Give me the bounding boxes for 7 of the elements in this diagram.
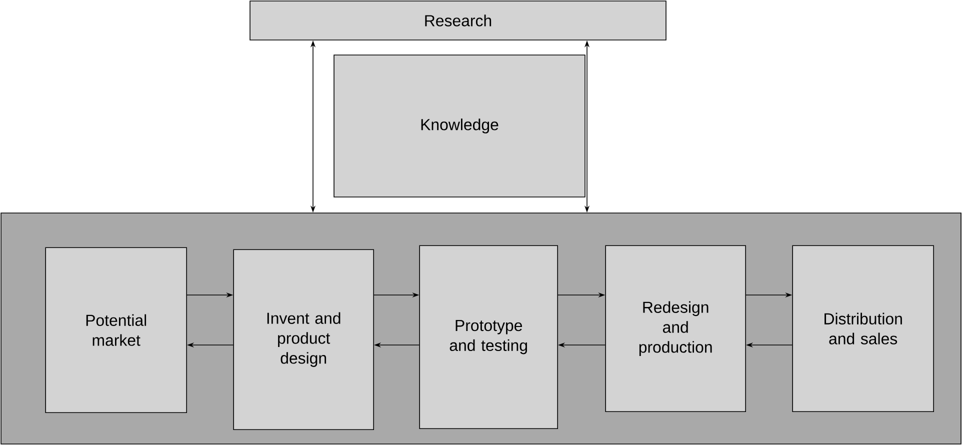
stage-box: Invent and product design: [233, 249, 374, 430]
research-box: Research: [250, 0, 666, 40]
stage-box: Redesign and production: [605, 245, 746, 412]
stage-box: Prototype and testing: [419, 245, 558, 429]
stage-box: Potential market: [45, 247, 187, 413]
stage-box: Distribution and sales: [792, 245, 934, 412]
knowledge-box: Knowledge: [334, 54, 586, 198]
